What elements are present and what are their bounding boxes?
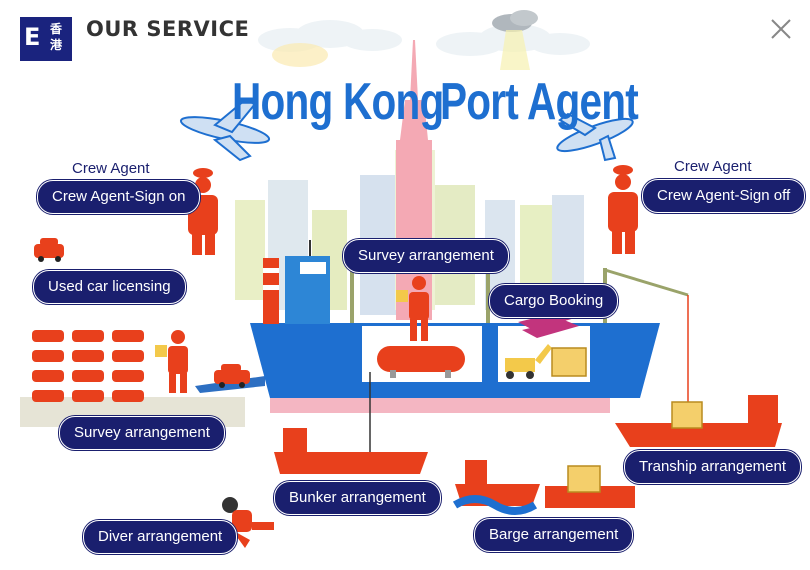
barge-arrangement-button[interactable]: Barge arrangement xyxy=(474,518,634,552)
survey-arrangement-bottom-button[interactable]: Survey arrangement xyxy=(59,416,225,450)
parked-cars-icon xyxy=(32,330,144,402)
rain-cloud xyxy=(492,10,538,70)
crew-sign-on-button[interactable]: Crew Agent-Sign on xyxy=(37,180,201,214)
close-button[interactable] xyxy=(766,14,796,44)
loading-car-icon xyxy=(214,364,250,388)
diver-arrangement-button[interactable]: Diver arrangement xyxy=(83,520,238,554)
page-title: OUR SERVICE xyxy=(86,17,250,41)
illustration-title-right: Port Agent xyxy=(440,73,639,131)
used-car-icon xyxy=(34,238,64,262)
logo-chinese-text: 香港 xyxy=(50,22,63,52)
logo-glyph: E xyxy=(24,23,41,51)
crew-agent-right-heading: Crew Agent xyxy=(674,158,752,175)
cargo-crate-icon xyxy=(551,347,587,377)
close-icon xyxy=(771,19,791,39)
sun-glow xyxy=(272,43,328,67)
cargo-booking-button[interactable]: Cargo Booking xyxy=(489,284,619,318)
crew-agent-left-heading: Crew Agent xyxy=(72,160,150,177)
company-logo: E 香港 xyxy=(20,17,72,61)
surveyor-left-icon xyxy=(155,330,188,393)
survey-arrangement-top-button[interactable]: Survey arrangement xyxy=(343,239,509,273)
surveyor-ship-icon xyxy=(396,276,429,341)
airplane-right-icon xyxy=(556,112,634,162)
crew-sign-off-button[interactable]: Crew Agent-Sign off xyxy=(642,179,806,213)
used-car-licensing-button[interactable]: Used car licensing xyxy=(33,270,186,304)
barge-vessel xyxy=(452,460,635,515)
tranship-vessel xyxy=(615,395,782,447)
bunker-vessel xyxy=(274,372,428,474)
airplane-left-icon xyxy=(179,98,271,162)
bunker-arrangement-button[interactable]: Bunker arrangement xyxy=(274,481,441,515)
excavator-icon xyxy=(505,344,552,379)
illustration-title-left: Hong Kong xyxy=(232,73,444,131)
fuel-tank-icon xyxy=(377,346,465,378)
crew-officer-right-icon xyxy=(608,165,638,254)
tranship-arrangement-button[interactable]: Tranship arrangement xyxy=(624,450,802,484)
